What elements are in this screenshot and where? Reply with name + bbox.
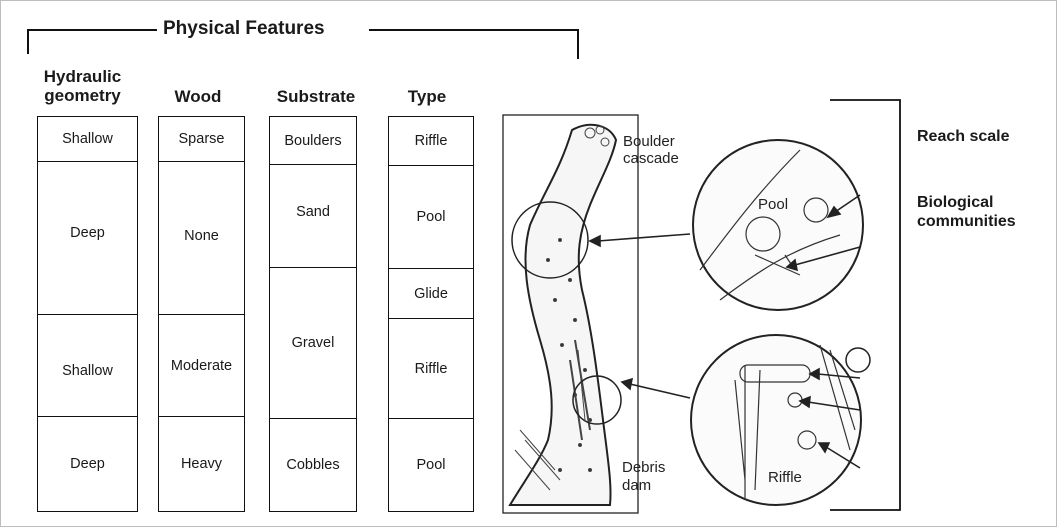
label-debris-dam-2: dam <box>622 477 651 494</box>
label-debris-dam-1: Debris <box>622 459 665 476</box>
reach-scale-label: Reach scale <box>917 127 1010 146</box>
label-riffle: Riffle <box>768 469 802 486</box>
label-boulder-cascade-1: Boulder <box>623 133 675 150</box>
label-pool: Pool <box>758 196 788 213</box>
label-boulder-cascade-2: cascade <box>623 150 679 167</box>
stream-channel <box>510 125 616 505</box>
